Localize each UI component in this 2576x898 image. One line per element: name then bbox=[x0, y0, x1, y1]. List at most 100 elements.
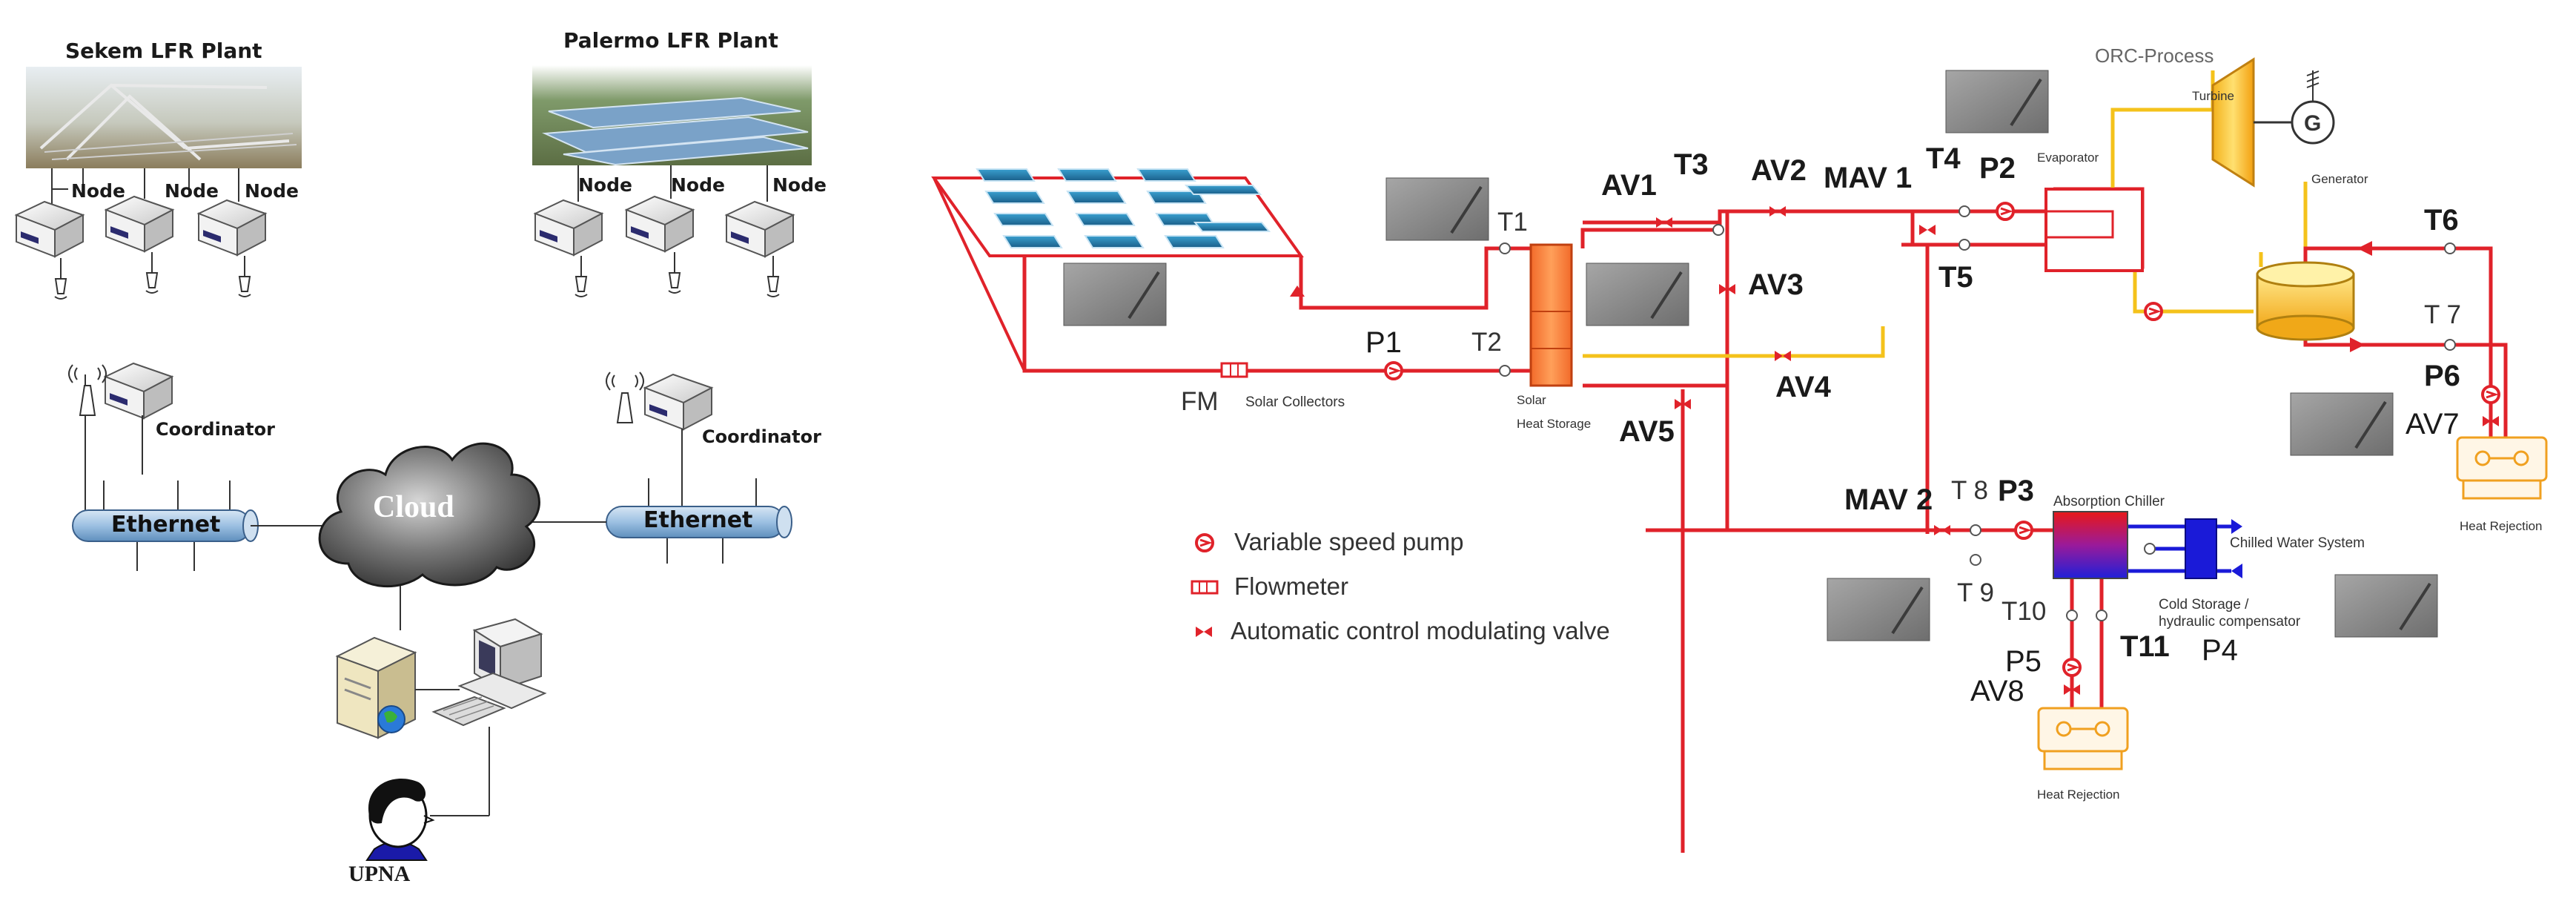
t2-label: T2 bbox=[1471, 328, 1502, 357]
pump-p6 bbox=[2481, 385, 2500, 404]
palermo-plant-photo bbox=[532, 65, 812, 166]
t7-label: T 7 bbox=[2424, 300, 2461, 329]
t11-label: T11 bbox=[2120, 630, 2170, 663]
sensor-photo-t4 bbox=[1944, 69, 2050, 134]
pump-p3 bbox=[2014, 521, 2033, 540]
heat-rejection-label-bottom: Heat Rejection bbox=[2037, 788, 2120, 802]
solar-collectors-label: Solar Collectors bbox=[1245, 394, 1345, 410]
heat-rejection-unit-bottom bbox=[2037, 707, 2129, 770]
t4-label: T4 bbox=[1926, 142, 1961, 175]
palermo-node-label-2: Node bbox=[671, 174, 725, 196]
p6-label: P6 bbox=[2424, 360, 2460, 392]
sekem-ethernet-label: Ethernet bbox=[111, 512, 221, 538]
palermo-plant-title: Palermo LFR Plant bbox=[563, 28, 778, 53]
p3-label: P3 bbox=[1998, 475, 2034, 507]
cloud-shape bbox=[318, 442, 540, 588]
pump-p5 bbox=[2062, 658, 2082, 677]
palermo-coordinator-label: Coordinator bbox=[702, 426, 821, 447]
cold-storage-tank bbox=[2185, 518, 2217, 579]
av5-label: AV5 bbox=[1619, 415, 1675, 448]
cloud-label: Cloud bbox=[373, 490, 454, 524]
legend-flowmeter-label: Flowmeter bbox=[1234, 572, 1349, 600]
heat-rejection-label-right: Heat Rejection bbox=[2460, 519, 2543, 533]
p2-label: P2 bbox=[1979, 152, 2016, 185]
sekem-node-label-3: Node bbox=[245, 180, 299, 202]
valve-av1 bbox=[1656, 217, 1672, 228]
generator-shape bbox=[2291, 70, 2335, 145]
t8-label: T 8 bbox=[1951, 476, 1988, 505]
absorption-chiller-label: Absorption Chiller bbox=[2053, 494, 2165, 509]
flowmeter-fm bbox=[1220, 362, 1248, 378]
heat-rejection-unit-right bbox=[2456, 436, 2548, 500]
t6-label: T6 bbox=[2424, 204, 2459, 237]
heat-rejection-pipes bbox=[1646, 246, 2508, 708]
av2-label: AV2 bbox=[1751, 154, 1807, 187]
sekem-plant-photo bbox=[26, 67, 302, 168]
mav1-label: MAV 1 bbox=[1824, 162, 1913, 194]
legend-valve-label: Automatic control modulating valve bbox=[1231, 617, 1610, 644]
solar-heat-storage-tank bbox=[1529, 243, 1573, 387]
t10-label: T10 bbox=[2001, 597, 2047, 626]
sekem-node-2 bbox=[105, 168, 173, 294]
orc-tank bbox=[2256, 261, 2355, 341]
mav2-label: MAV 2 bbox=[1844, 483, 1933, 516]
pump-p2 bbox=[1996, 202, 2015, 221]
t5-label: T5 bbox=[1938, 261, 1973, 294]
absorption-chiller bbox=[2053, 511, 2128, 579]
turbine-shape bbox=[2211, 57, 2255, 188]
sekem-ethernet-bus bbox=[72, 481, 259, 571]
computer-icon bbox=[431, 618, 547, 727]
palermo-node-label-1: Node bbox=[578, 174, 632, 196]
p4-label: P4 bbox=[2202, 634, 2238, 667]
palermo-node-3 bbox=[726, 165, 794, 297]
t1-label: T1 bbox=[1497, 208, 1528, 237]
av7-label: AV7 bbox=[2406, 408, 2460, 440]
user-person-icon bbox=[365, 779, 435, 861]
solar-heat-storage-label-2: Heat Storage bbox=[1517, 417, 1592, 431]
solar-heat-storage-label-1: Solar bbox=[1517, 393, 1546, 407]
solar-collectors-array bbox=[931, 168, 1304, 372]
sekem-node-3 bbox=[198, 168, 266, 297]
p1-label: P1 bbox=[1365, 326, 1402, 359]
t9-label: T 9 bbox=[1957, 578, 1994, 607]
upna-label: UPNA bbox=[348, 862, 411, 886]
valve-av4 bbox=[1775, 351, 1791, 361]
palermo-ethernet-label: Ethernet bbox=[643, 507, 753, 533]
palermo-node-label-3: Node bbox=[772, 174, 827, 196]
server-icon bbox=[335, 636, 417, 739]
p5-label: P5 bbox=[2005, 645, 2042, 678]
t3-label: T3 bbox=[1674, 148, 1709, 181]
legend-pump-icon bbox=[1195, 533, 1214, 552]
palermo-node-2 bbox=[626, 165, 694, 294]
av3-label: AV3 bbox=[1748, 268, 1804, 301]
valve-mav1 bbox=[1919, 225, 1936, 235]
sensor-photo-chilled bbox=[2334, 573, 2439, 638]
sekem-coordinator-label: Coordinator bbox=[156, 419, 275, 440]
sensor-photo-av3 bbox=[1585, 262, 1690, 327]
cold-storage-label-2: hydraulic compensator bbox=[2159, 614, 2301, 630]
pump-p1 bbox=[1384, 361, 1403, 380]
sensor-photo-collectors bbox=[1062, 262, 1168, 327]
legend-pump-label: Variable speed pump bbox=[1234, 528, 1464, 555]
valve-mav2 bbox=[1934, 525, 1950, 535]
palermo-node-1 bbox=[534, 165, 603, 297]
sekem-node-1 bbox=[16, 168, 84, 300]
orc-process-label: ORC-Process bbox=[2095, 44, 2214, 67]
sensor-photo-t1 bbox=[1385, 176, 1490, 242]
valve-av2 bbox=[1769, 206, 1786, 217]
sekem-node-label-2: Node bbox=[165, 180, 219, 202]
sekem-node-label-1: Node bbox=[71, 180, 125, 202]
chilled-water-label: Chilled Water System bbox=[2230, 535, 2365, 551]
sensor-photo-t9 bbox=[1826, 577, 1931, 642]
turbine-label: Turbine bbox=[2192, 89, 2235, 103]
generator-label: Generator bbox=[2311, 172, 2368, 186]
palermo-coordinator bbox=[606, 372, 712, 512]
sekem-plant-title: Sekem LFR Plant bbox=[65, 39, 262, 63]
av4-label: AV4 bbox=[1775, 371, 1831, 403]
sensor-photo-t7 bbox=[2289, 392, 2394, 457]
legend-flowmeter-icon bbox=[1191, 580, 1219, 595]
av1-label: AV1 bbox=[1601, 169, 1657, 202]
fm-label: FM bbox=[1181, 387, 1219, 416]
